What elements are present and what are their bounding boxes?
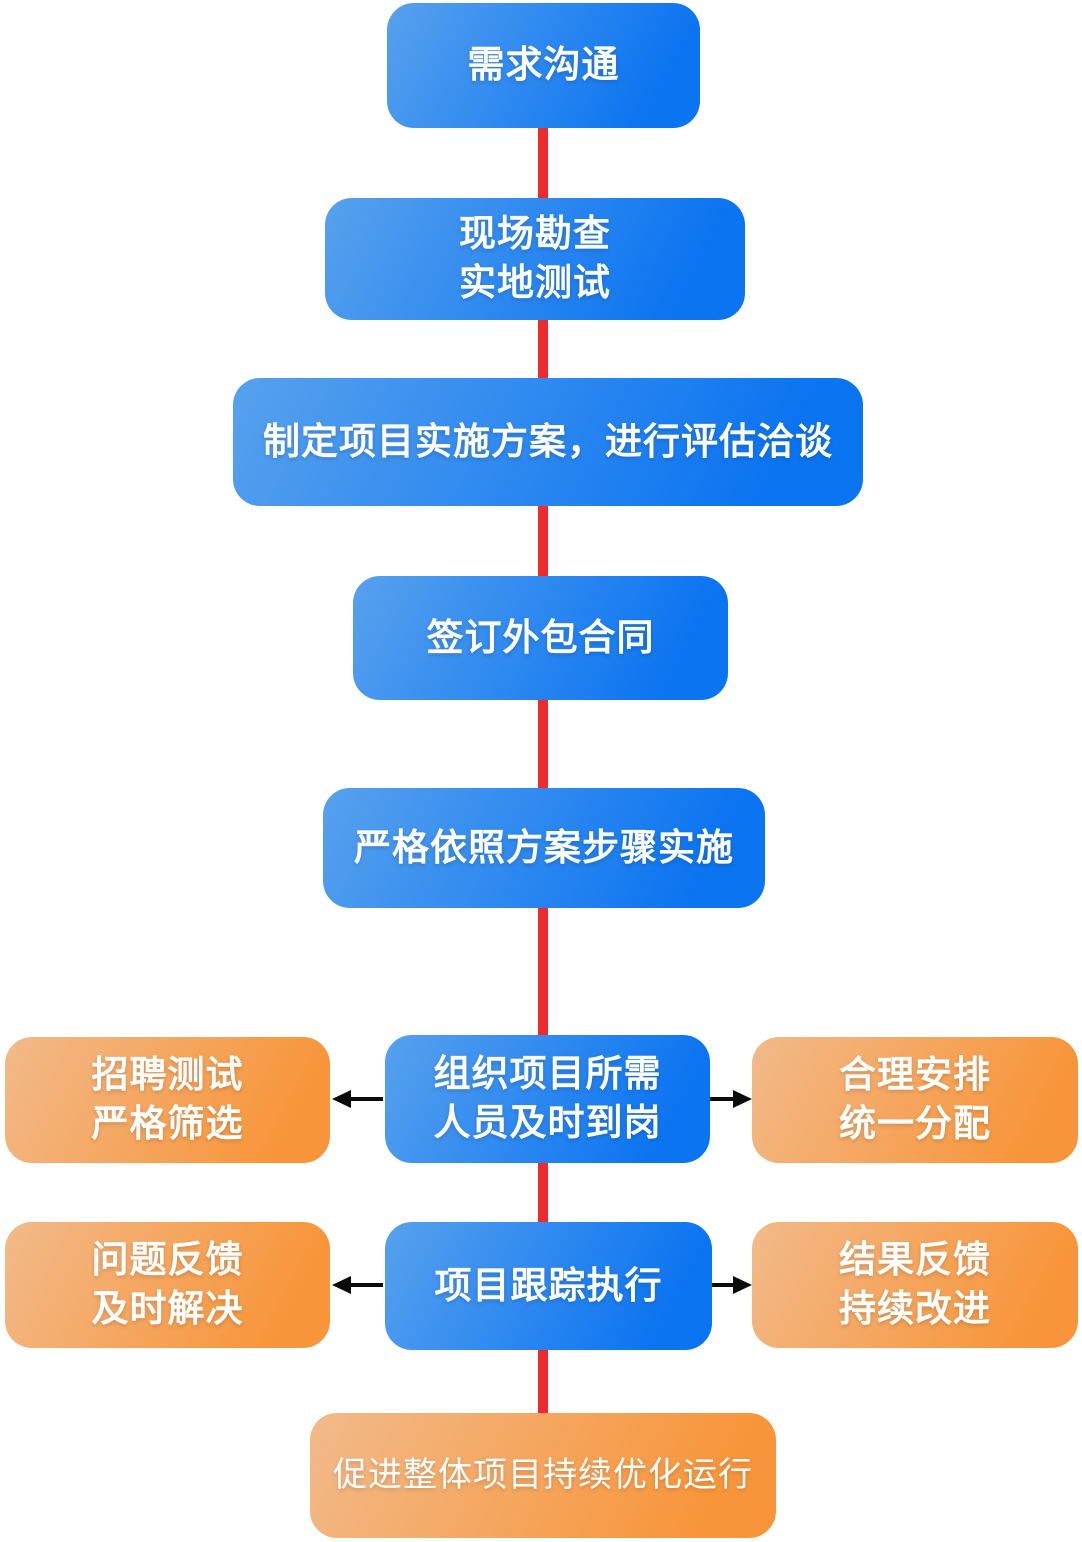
node-site-survey: 现场勘查 实地测试 (325, 198, 745, 320)
main-flow-line (538, 62, 548, 1454)
arrowhead-left-icon (332, 1276, 351, 1294)
node-label-line1: 结果反馈 (839, 1239, 991, 1281)
arrow-shaft (712, 1283, 733, 1287)
arrow-shaft (351, 1097, 383, 1101)
arrow-shaft (351, 1283, 383, 1287)
arrow-to-assignment-allocation (710, 1090, 752, 1108)
arrow-to-result-feedback (712, 1276, 752, 1294)
node-label-line2: 及时解决 (91, 1288, 244, 1329)
node-label: 促进整体项目持续优化运行 (333, 1456, 753, 1495)
node-label: 项目跟踪执行 (434, 1264, 663, 1306)
node-continuous-optimization: 促进整体项目持续优化运行 (310, 1413, 776, 1538)
node-recruitment-screening: 招聘测试 严格筛选 (5, 1037, 330, 1163)
node-label-line2: 统一分配 (839, 1103, 991, 1144)
node-label: 制定项目实施方案，进行评估洽谈 (263, 420, 833, 462)
node-label: 严格依照方案步骤实施 (354, 826, 734, 868)
node-label-line1: 招聘测试 (91, 1054, 244, 1096)
node-label-line1: 合理安排 (839, 1054, 991, 1096)
node-issue-feedback: 问题反馈 及时解决 (5, 1222, 330, 1348)
arrow-shaft (710, 1097, 733, 1101)
node-label-line1: 现场勘查 (459, 213, 611, 255)
node-label: 签订外包合同 (426, 616, 655, 658)
arrowhead-right-icon (733, 1276, 752, 1294)
arrow-to-issue-feedback (332, 1276, 383, 1294)
node-implementation-plan: 制定项目实施方案，进行评估洽谈 (233, 378, 863, 506)
node-label-line2: 实地测试 (459, 262, 611, 303)
arrow-to-recruitment-screening (332, 1090, 383, 1108)
node-label-line1: 组织项目所需 (433, 1053, 662, 1095)
node-label-line2: 严格筛选 (91, 1103, 244, 1144)
node-label-line1: 问题反馈 (91, 1239, 244, 1281)
arrowhead-left-icon (332, 1090, 351, 1108)
node-result-feedback: 结果反馈 持续改进 (752, 1222, 1078, 1348)
node-demand-communication: 需求沟通 (387, 3, 700, 128)
node-assignment-allocation: 合理安排 统一分配 (752, 1037, 1078, 1163)
node-outsourcing-contract: 签订外包合同 (353, 576, 728, 700)
node-label: 需求沟通 (467, 44, 620, 86)
node-strict-implementation: 严格依照方案步骤实施 (323, 788, 765, 908)
node-label-line2: 持续改进 (839, 1288, 991, 1329)
node-project-tracking: 项目跟踪执行 (385, 1222, 712, 1350)
node-label-line2: 人员及时到岗 (433, 1102, 662, 1143)
node-staff-organization: 组织项目所需 人员及时到岗 (385, 1035, 710, 1163)
arrowhead-right-icon (733, 1090, 752, 1108)
